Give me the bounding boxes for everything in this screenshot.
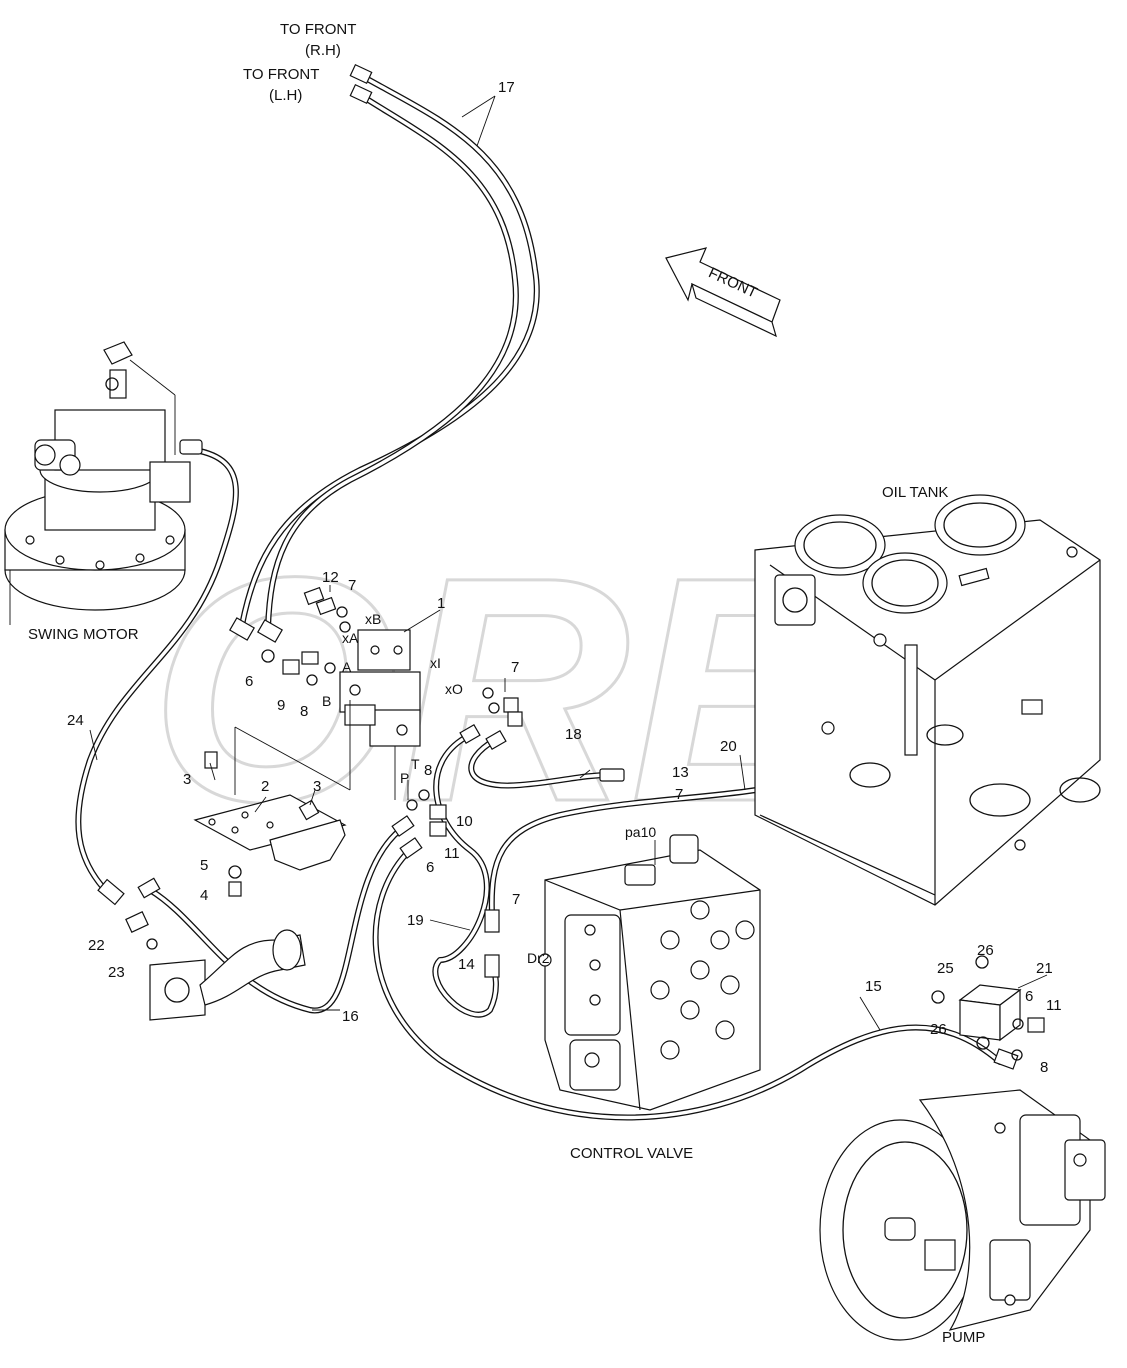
callout-10: 10	[456, 813, 473, 830]
callout-7c: 7	[675, 786, 683, 803]
callout-8c: 8	[1040, 1059, 1048, 1076]
front-direction-arrow: FRONT	[665, 247, 781, 338]
to-front-rh-label-1: TO FRONT	[280, 21, 356, 38]
pump: PUMP	[819, 1089, 1106, 1346]
port-xb: xB	[365, 611, 381, 627]
callout-6b: 6	[426, 859, 434, 876]
callout-numbers: 1 2 3 3 4 5 6 6 6 7 7 7 7 8 8 8 9 10 11 …	[67, 79, 1062, 1076]
callout-7a: 7	[348, 577, 356, 594]
to-front-lh-label-1: TO FRONT	[243, 66, 319, 83]
callout-6a: 6	[245, 673, 253, 690]
callout-14: 14	[458, 956, 475, 973]
port-dr2: Dr2	[527, 950, 550, 966]
port-labels: xB xA A B xI xO P T pa10 Dr2	[322, 611, 656, 966]
swing-motor: SWING MOTOR	[4, 341, 191, 643]
flange-adapter	[125, 911, 306, 1021]
valve-block	[339, 629, 421, 800]
destination-labels: TO FRONT (R.H) TO FRONT (L.H)	[243, 21, 356, 104]
callout-18: 18	[565, 726, 582, 743]
control-valve: CONTROL VALVE	[538, 834, 761, 1162]
control-valve-label: CONTROL VALVE	[570, 1145, 693, 1162]
hose-15	[372, 847, 1003, 1121]
to-front-lh-label-2: (L.H)	[269, 87, 302, 104]
callout-26a: 26	[977, 942, 994, 959]
callout-11b: 11	[1046, 997, 1062, 1014]
valve-fittings	[261, 586, 523, 837]
callout-6c: 6	[1025, 988, 1033, 1005]
port-b: B	[322, 693, 331, 709]
callout-7b: 7	[511, 659, 519, 676]
callout-20: 20	[720, 738, 737, 755]
callout-3a: 3	[183, 771, 191, 788]
hose-fittings	[97, 63, 1019, 1070]
callout-4: 4	[200, 887, 208, 904]
port-a: A	[342, 659, 352, 675]
callout-7d: 7	[512, 891, 520, 908]
callout-8a: 8	[300, 703, 308, 720]
to-front-rh-label-2: (R.H)	[305, 42, 341, 59]
callout-26b: 26	[930, 1021, 947, 1038]
swing-motor-label: SWING MOTOR	[28, 626, 139, 643]
leader-lines	[89, 95, 1048, 1031]
callout-11a: 11	[444, 845, 460, 862]
pump-label: PUMP	[942, 1329, 985, 1346]
block-21	[931, 955, 1045, 1061]
callout-13: 13	[672, 764, 689, 781]
hose-24	[75, 447, 239, 898]
callout-12: 12	[322, 569, 339, 586]
callout-15: 15	[865, 978, 882, 995]
port-xi: xI	[430, 655, 441, 671]
hose-17-pair	[239, 73, 540, 631]
port-xo: xO	[445, 681, 463, 697]
callout-1: 1	[437, 595, 445, 612]
callout-22: 22	[88, 937, 105, 954]
port-xa: xA	[342, 630, 359, 646]
callout-5: 5	[200, 857, 208, 874]
hose-16	[147, 827, 403, 1014]
oil-tank: OIL TANK	[754, 484, 1101, 906]
port-pa10: pa10	[625, 824, 656, 840]
port-t: T	[411, 756, 420, 772]
hose-18	[468, 737, 613, 789]
callout-2: 2	[261, 778, 269, 795]
port-p: P	[400, 770, 409, 786]
callout-3b: 3	[313, 778, 321, 795]
callout-9: 9	[277, 697, 285, 714]
oil-tank-label: OIL TANK	[882, 484, 948, 501]
callout-23: 23	[108, 964, 125, 981]
callout-25: 25	[937, 960, 954, 977]
callout-8b: 8	[424, 762, 432, 779]
callout-16: 16	[342, 1008, 359, 1025]
callout-17: 17	[498, 79, 515, 96]
callout-19: 19	[407, 912, 424, 929]
mounting-bracket	[193, 700, 351, 897]
callout-21: 21	[1036, 960, 1053, 977]
callout-24: 24	[67, 712, 84, 729]
